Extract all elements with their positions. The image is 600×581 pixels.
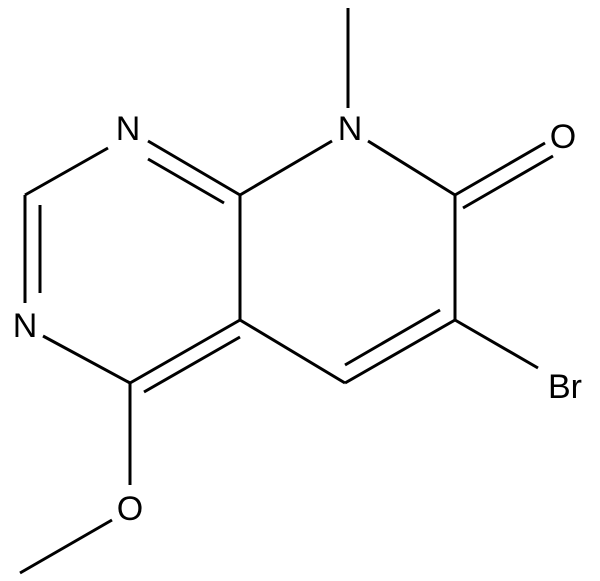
bond-n1-c2 [24, 146, 109, 197]
bond-c8a-n1 [147, 139, 241, 197]
atom-br-label: Br [548, 368, 582, 406]
bond-c4-c4a-double [143, 335, 241, 394]
bond-c6-br [454, 318, 539, 370]
bond-c8a-n1-double [147, 157, 225, 205]
bond-c6-c5-double [344, 308, 441, 367]
bond-c6-c5 [344, 318, 456, 385]
bond-o-methoxy-ch3 [19, 518, 113, 575]
atom-n1-label: N [116, 110, 141, 148]
atom-o-carbonyl-label: O [550, 118, 576, 156]
bond-c5-c4a [239, 318, 346, 385]
atom-o-methoxy-label: O [117, 490, 143, 528]
bond-c8a-n8 [239, 139, 333, 197]
bond-n8-c7 [367, 139, 456, 197]
atom-n3-label: N [13, 307, 38, 345]
bond-c7-o-carbonyl-double [462, 154, 554, 210]
bond-c4-c4a [129, 318, 241, 385]
bond-n3-c4 [42, 334, 131, 385]
atom-n8-label: N [338, 110, 363, 148]
bond-c7-o-carbonyl [454, 141, 546, 197]
